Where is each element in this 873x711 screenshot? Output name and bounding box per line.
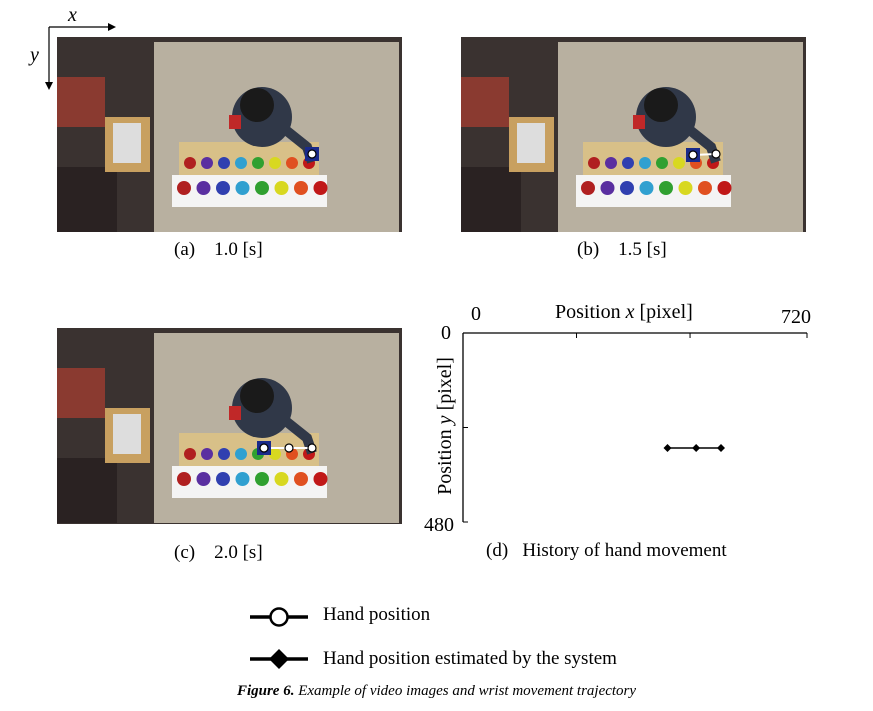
chart-axes	[462, 332, 808, 523]
video-frame-a	[57, 37, 402, 232]
caption-d-text: History of hand movement	[522, 540, 727, 561]
caption-c-label: (c)	[174, 542, 196, 563]
chart-x-axis-label-prefix: Position	[555, 301, 626, 323]
figure-caption-text: Example of video images and wrist moveme…	[294, 683, 637, 699]
chart-point-diamond	[663, 443, 672, 452]
hand-position-marker	[307, 443, 317, 453]
chart-x-tick-720: 720	[781, 306, 811, 328]
chart-y-tick-0: 0	[441, 322, 451, 344]
caption-c-time: 2.0 [s]	[214, 542, 263, 563]
caption-a-time: 1.0 [s]	[214, 239, 263, 260]
video-frame-image	[57, 328, 402, 524]
chart-y-tick-480: 480	[424, 514, 454, 536]
legend-circle-marker	[250, 607, 308, 627]
caption-c: (c) 2.0 [s]	[174, 542, 263, 564]
marble-tray	[179, 142, 319, 175]
chart-y-axis-label-prefix: Position	[434, 424, 456, 495]
head	[644, 88, 678, 122]
head	[240, 88, 274, 122]
axis-x-indicator-label: x	[68, 4, 77, 26]
video-frame-image	[57, 37, 402, 232]
hand-position-marker	[688, 150, 698, 160]
floor-tile	[57, 77, 105, 127]
hand-position-marker	[711, 149, 721, 159]
chart-x-axis-label-unit: [pixel]	[634, 301, 693, 323]
chart-plot-area	[462, 332, 808, 523]
legend-markers	[250, 607, 308, 669]
hand-position-marker	[284, 443, 294, 453]
chart-x-tick-0: 0	[471, 303, 481, 325]
hand-position-marker	[307, 149, 317, 159]
axis-arrows	[45, 23, 116, 90]
caption-b-time: 1.5 [s]	[618, 239, 667, 260]
chart-y-axis-label-var: y	[434, 415, 456, 425]
legend-label-estimated: Hand position estimated by the system	[323, 648, 617, 669]
caption-d: (d) History of hand movement	[486, 540, 727, 562]
marble-tray	[583, 142, 723, 175]
chart-point-diamond	[692, 443, 701, 452]
caption-a-label: (a)	[174, 239, 196, 260]
chart-x-axis-label-var: x	[625, 301, 635, 323]
head	[240, 379, 274, 413]
figure-caption: Figure 6. Example of video images and wr…	[0, 683, 873, 700]
axis-y-indicator-label: y	[30, 44, 39, 66]
marble-tray	[179, 433, 319, 466]
caption-a: (a) 1.0 [s]	[174, 239, 263, 261]
floor-tile	[461, 77, 509, 127]
hand-position-marker	[259, 443, 269, 453]
caption-d-label: (d)	[486, 540, 509, 561]
chart-x-axis-label: Position x [pixel]	[555, 301, 693, 324]
caption-b: (b) 1.5 [s]	[577, 239, 667, 261]
video-frame-b	[461, 37, 806, 232]
floor-tile	[57, 368, 105, 418]
chart-point-diamond	[717, 443, 725, 452]
legend-label-hand-position: Hand position	[323, 604, 431, 625]
chart-y-axis-label-unit: [pixel]	[434, 357, 456, 416]
video-frame-image	[461, 37, 806, 232]
video-frame-c	[57, 328, 402, 524]
figure-caption-number: Figure 6.	[236, 683, 295, 699]
legend-diamond-marker	[250, 649, 308, 669]
caption-b-label: (b)	[577, 239, 600, 260]
chart-marks	[663, 443, 725, 452]
